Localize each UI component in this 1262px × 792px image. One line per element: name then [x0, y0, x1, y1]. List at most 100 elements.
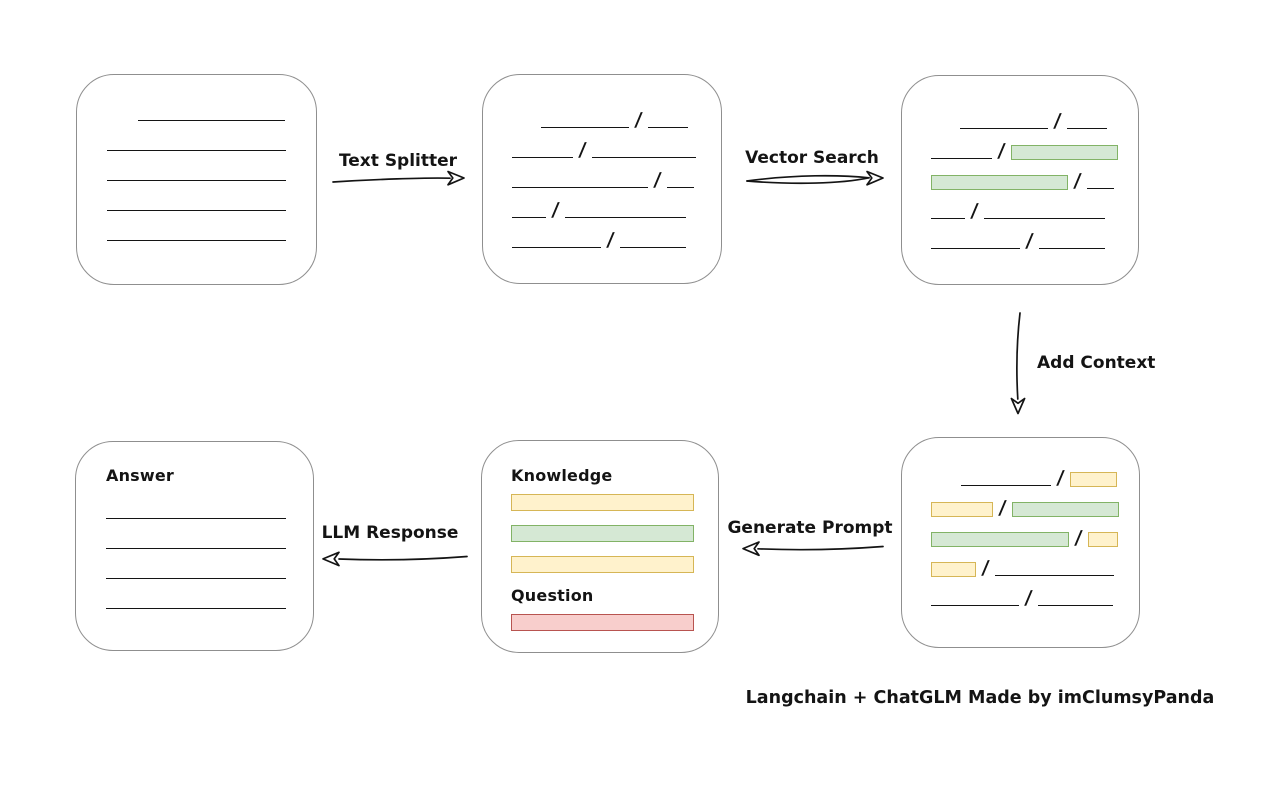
llm-response-arrow — [323, 552, 467, 565]
llm-response-label: LLM Response — [321, 523, 459, 543]
chunk-row: / — [931, 516, 1139, 549]
text-splitter-label: Text Splitter — [338, 151, 458, 171]
text-line-row — [106, 489, 313, 519]
chunk-highlight-green — [931, 175, 1068, 190]
generate-prompt-arrow — [743, 542, 883, 555]
yellow-bar — [511, 494, 694, 511]
text-line-row — [107, 181, 316, 211]
question-heading: Question — [511, 586, 594, 605]
chunk-row: / — [512, 98, 721, 131]
chunk-line — [994, 575, 1114, 576]
chunk-highlight-yellow — [1069, 472, 1117, 487]
chunk-row: / — [931, 576, 1139, 609]
chunk-line — [961, 485, 1051, 486]
chunk-separator-slash: / — [1024, 230, 1035, 252]
text-line — [138, 120, 285, 121]
chunk-line — [1038, 248, 1105, 249]
chunk-line — [541, 127, 629, 128]
text-line — [106, 518, 286, 519]
chunk-separator-slash: / — [1055, 467, 1066, 489]
text-line — [107, 210, 286, 211]
text-line-row — [106, 579, 313, 609]
arrowhead-left-icon — [323, 552, 339, 565]
arrowhead-right-icon — [867, 172, 883, 185]
chunk-highlight-yellow — [1087, 532, 1118, 547]
generate-prompt-label: Generate Prompt — [727, 518, 893, 538]
chunk-line — [1086, 188, 1114, 189]
chunk-row: / — [931, 219, 1138, 252]
chunk-highlight-green — [931, 532, 1069, 547]
chunk-line — [619, 247, 686, 248]
knowledge-heading: Knowledge — [511, 466, 613, 485]
chunk-line — [931, 158, 992, 159]
text-line — [107, 150, 286, 151]
text-line-row — [106, 549, 313, 579]
vector-matches-node: / / / / / — [901, 75, 1139, 285]
chunk-line — [512, 157, 573, 158]
arrowhead-right-icon — [448, 172, 464, 185]
chunk-line — [666, 187, 694, 188]
chunk-separator-slash: / — [577, 139, 588, 161]
green-bar — [511, 525, 694, 542]
context-chunks-rows: ///// — [902, 438, 1139, 609]
chunk-row: / — [931, 486, 1139, 519]
text-line — [106, 578, 286, 579]
chunk-separator-slash: / — [997, 497, 1008, 519]
chunk-row: / — [931, 99, 1138, 132]
chunk-separator-slash: / — [652, 169, 663, 191]
text-line — [107, 180, 286, 181]
text-line-row — [107, 121, 316, 151]
chunk-line — [564, 217, 686, 218]
chunk-separator-slash: / — [969, 200, 980, 222]
context-chunks-node: ///// — [901, 437, 1140, 648]
chunk-line — [931, 605, 1019, 606]
answer-lines — [76, 486, 313, 609]
add-context-label: Add Context — [1037, 353, 1156, 373]
source-document-node — [76, 74, 317, 285]
chunk-separator-slash: / — [1052, 110, 1063, 132]
text-line-row — [107, 211, 316, 241]
vector-search-arrow — [747, 172, 883, 185]
add-context-arrow — [1011, 313, 1024, 414]
vector-search-label: Vector Search — [745, 148, 879, 168]
chunk-line — [512, 247, 601, 248]
chunk-line — [512, 217, 546, 218]
text-line — [107, 240, 286, 241]
split-text-rows: / / / / / — [483, 75, 721, 251]
chunk-separator-slash: / — [1072, 170, 1083, 192]
chunk-line — [1066, 128, 1107, 129]
red-bar — [511, 614, 694, 631]
chunk-separator-slash: / — [550, 199, 561, 221]
chunk-highlight-yellow — [931, 502, 993, 517]
document-lines — [77, 75, 316, 241]
prompt-node: Knowledge Question — [481, 440, 719, 653]
vector-matches-rows: / / / / / — [902, 76, 1138, 252]
text-line-row — [107, 91, 316, 121]
chunk-separator-slash: / — [605, 229, 616, 251]
chunk-row: / — [931, 456, 1139, 489]
chunk-highlight-yellow — [931, 562, 976, 577]
arrowhead-left-icon — [743, 542, 759, 555]
chunk-separator-slash: / — [633, 109, 644, 131]
chunk-line — [647, 127, 688, 128]
text-line — [106, 548, 286, 549]
chunk-line — [591, 157, 696, 158]
chunk-row: / — [931, 189, 1138, 222]
chunk-separator-slash: / — [1023, 587, 1034, 609]
text-line-row — [107, 151, 316, 181]
text-line-row — [106, 519, 313, 549]
chunk-separator-slash: / — [1073, 527, 1084, 549]
chunk-line — [960, 128, 1048, 129]
answer-heading: Answer — [106, 466, 175, 485]
chunk-row: / — [512, 218, 721, 251]
chunk-line — [1037, 605, 1113, 606]
text-splitter-arrow — [333, 172, 464, 185]
chunk-row: / — [512, 188, 721, 221]
chunk-line — [983, 218, 1105, 219]
chunk-line — [512, 187, 648, 188]
chunk-line — [931, 218, 965, 219]
chunk-separator-slash: / — [996, 140, 1007, 162]
answer-node: Answer — [75, 441, 314, 651]
chunk-highlight-green — [1011, 502, 1119, 517]
